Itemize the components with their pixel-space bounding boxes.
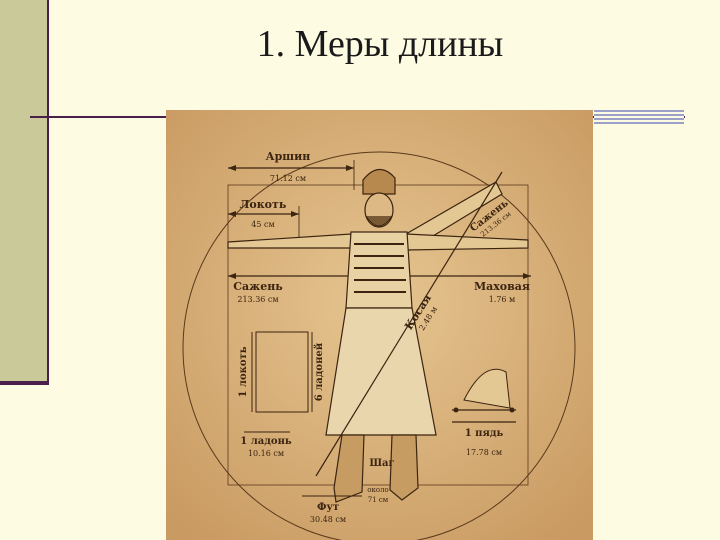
striped-ornament [594,110,684,126]
one-ladon-value: 10.16 см [248,449,284,458]
left-accent-bar [0,0,49,384]
hand-sketch [463,368,511,409]
braid-trim [354,243,406,293]
left-accent-bar-underline [0,381,49,385]
pyad-label: 1 пядь [465,428,504,439]
title-rule-left [30,116,170,118]
lokot-value: 45 см [251,220,274,229]
makhovaya-value: 1.76 м [489,295,516,304]
arshin-value: 71.12 см [270,174,306,183]
shag-value-line2: 71 см [368,496,389,504]
beard [365,215,393,227]
right-boot [389,434,419,501]
guide-circle [182,151,576,540]
kosaya-line [315,171,503,477]
shag-label: Шаг [369,458,394,469]
lokot-label: Локоть [240,198,287,211]
forearm-sketch [255,331,309,413]
length-measures-illustration: Аршин 71.12 см Локоть 45 см Сажень 213.3… [166,110,593,540]
fut-value: 30.48 см [310,515,346,524]
slide-title: 1. Меры длины [256,23,504,65]
fut-label: Фут [317,502,339,513]
shag-value-line1: около [367,486,388,494]
makhovaya-label: Маховая [474,280,530,293]
six-ladoney-label: 6 ладоней [314,342,325,401]
arshin-label: Аршин [266,150,311,163]
coat-skirt [325,307,437,436]
pyad-value: 17.78 см [466,448,502,457]
hat [362,168,396,195]
one-lokot-label: 1 локоть [238,346,249,397]
sazhen-value: 213.36 см [237,295,278,304]
sazhen-label: Сажень [233,280,283,293]
one-ladon-label: 1 ладонь [240,436,292,447]
left-boot [333,434,365,503]
